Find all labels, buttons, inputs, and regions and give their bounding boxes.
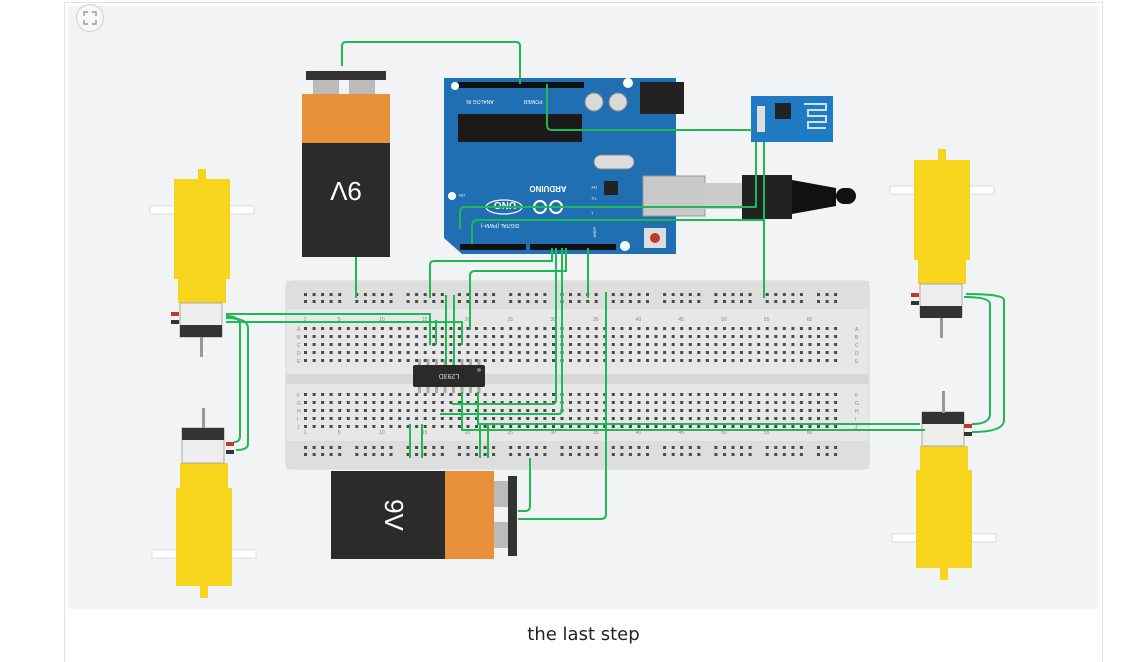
breadboard-row-letter: H	[855, 409, 859, 415]
motor-bottom-right	[891, 391, 997, 580]
breadboard: 1155101015152020252530303535404045455050…	[285, 280, 870, 470]
breadboard-column-number: 25	[507, 430, 513, 436]
breadboard-row-letter: B	[297, 335, 301, 341]
breadboard-row-letter: B	[855, 335, 859, 341]
arduino-brand: ARDUINO	[529, 184, 566, 193]
motor-bottom-left	[151, 408, 257, 598]
battery-top: 9V	[302, 71, 390, 257]
breadboard-column-number: 25	[507, 317, 513, 323]
breadboard-column-number: 45	[678, 317, 684, 323]
breadboard-row-letter: D	[855, 351, 859, 357]
breadboard-column-number: 40	[636, 430, 642, 436]
arduino-power-label: POWER	[523, 98, 542, 104]
breadboard-column-number: 35	[593, 430, 599, 436]
arduino-aref-label: AREF	[592, 226, 597, 237]
usb-cable	[704, 175, 856, 219]
breadboard-row-letter: G	[297, 401, 301, 407]
esp8266-module	[751, 96, 833, 142]
breadboard-row-letter: D	[297, 351, 301, 357]
arduino-analog-label: ANALOG IN	[466, 98, 494, 104]
breadboard-row-letter: I	[297, 417, 298, 423]
breadboard-column-number: 60	[807, 430, 813, 436]
breadboard-column-number: 50	[721, 430, 727, 436]
expand-icon	[83, 11, 97, 25]
arduino-tx-label: TX	[591, 196, 596, 201]
breadboard-row-letter: G	[855, 401, 859, 407]
arduino-on-label: ON	[459, 193, 465, 198]
breadboard-row-letter: J	[297, 425, 300, 431]
breadboard-row-letter: F	[855, 393, 858, 399]
breadboard-column-number: 30	[550, 317, 556, 323]
breadboard-row-letter: A	[297, 327, 301, 333]
breadboard-row-letter: E	[297, 359, 301, 365]
breadboard-column-number: 45	[678, 430, 684, 436]
breadboard-column-number: 5	[338, 317, 341, 323]
circuit-diagram: 1155101015152020252530303535404045455050…	[149, 41, 1005, 598]
breadboard-row-letter: H	[297, 409, 301, 415]
breadboard-row-letter: C	[297, 343, 301, 349]
breadboard-row-letter: A	[855, 327, 859, 333]
wires	[225, 41, 1005, 520]
l293d-chip: L293D	[413, 359, 485, 393]
arduino-uno: ARDUINO UNO ANALOG IN POWER DIGITAL (PWM…	[444, 78, 706, 254]
breadboard-column-number: 15	[422, 430, 428, 436]
breadboard-row-letter: I	[855, 417, 856, 423]
breadboard-column-number: 20	[465, 317, 471, 323]
breadboard-column-number: 10	[379, 317, 385, 323]
chip-label: L293D	[439, 372, 460, 379]
breadboard-column-number: 60	[807, 317, 813, 323]
breadboard-row-letter: J	[855, 425, 858, 431]
arduino-digital-label: DIGITAL (PWM~)	[480, 222, 519, 228]
figure-caption: the last step	[527, 624, 640, 645]
breadboard-column-number: 55	[764, 317, 770, 323]
motor-top-right	[889, 149, 995, 338]
breadboard-column-number: 1	[304, 430, 307, 436]
motor-top-left	[149, 169, 255, 357]
arduino-rx-label: RX	[591, 185, 597, 190]
battery-bottom-label: 9V	[379, 499, 409, 531]
breadboard-column-number: 50	[721, 317, 727, 323]
arduino-model: UNO	[494, 199, 516, 210]
breadboard-row-letter: C	[855, 343, 859, 349]
breadboard-column-number: 40	[636, 317, 642, 323]
breadboard-column-numbers: 1155101015152020252530303535404045455050…	[304, 317, 813, 436]
breadboard-column-number: 30	[550, 430, 556, 436]
breadboard-column-number: 10	[379, 430, 385, 436]
arduino-l-label: L	[590, 211, 593, 216]
battery-top-label: 9V	[329, 176, 361, 206]
breadboard-column-number: 35	[593, 317, 599, 323]
breadboard-column-number: 1	[304, 317, 307, 323]
breadboard-row-letter: E	[855, 359, 859, 365]
breadboard-row-letter: F	[297, 393, 300, 399]
breadboard-column-number: 5	[338, 430, 341, 436]
breadboard-column-number: 55	[764, 430, 770, 436]
breadboard-column-number: 15	[422, 317, 428, 323]
expand-button[interactable]	[76, 4, 104, 32]
battery-bottom: 9V	[331, 471, 517, 559]
breadboard-column-number: 20	[465, 430, 471, 436]
